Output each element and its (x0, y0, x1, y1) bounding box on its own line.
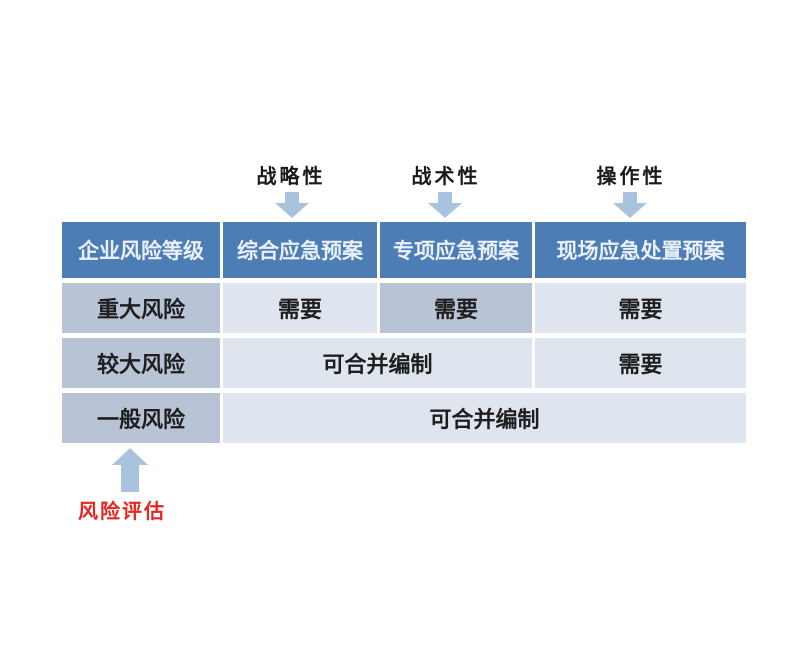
table-cell: 需要 (535, 283, 746, 333)
header-special-plan: 专项应急预案 (380, 222, 532, 278)
row-level-cell: 一般风险 (62, 393, 220, 443)
table-cell: 需要 (223, 283, 377, 333)
table-cell: 需要 (535, 338, 746, 388)
plan-nature-label-strategic: 战略性 (256, 164, 326, 188)
up-arrow-icon (112, 448, 148, 492)
header-risk-level: 企业风险等级 (62, 222, 220, 278)
plan-nature-label-operational: 操作性 (596, 164, 666, 188)
row-level-cell: 较大风险 (62, 338, 220, 388)
risk-assessment-label: 风险评估 (78, 499, 166, 523)
plan-nature-label-tactical: 战术性 (411, 164, 481, 188)
down-arrow-icon (613, 192, 647, 218)
down-arrow-icon (275, 192, 309, 218)
header-comprehensive-plan: 综合应急预案 (223, 222, 377, 278)
table-cell-merged: 可合并编制 (223, 393, 746, 443)
down-arrow-icon (428, 192, 462, 218)
table-cell: 需要 (380, 283, 532, 333)
header-onsite-plan: 现场应急处置预案 (535, 222, 746, 278)
table-cell-merged: 可合并编制 (223, 338, 532, 388)
risk-plan-matrix: 企业风险等级 综合应急预案 专项应急预案 现场应急处置预案 重大风险 需要 需要… (62, 222, 746, 443)
row-level-cell: 重大风险 (62, 283, 220, 333)
